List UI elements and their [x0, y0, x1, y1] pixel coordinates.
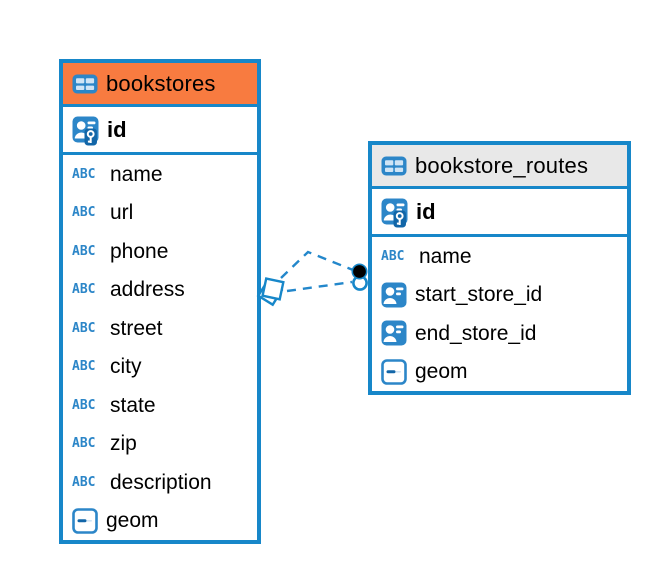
column-row-description[interactable]: ABC description: [63, 463, 257, 502]
column-label: state: [110, 393, 156, 417]
column-row-zip[interactable]: ABC zip: [63, 424, 257, 463]
column-row-street[interactable]: ABC street: [63, 309, 257, 348]
table-icon: [72, 74, 98, 94]
abc-text-type-icon: ABC: [72, 397, 96, 413]
abc-text-type-icon: ABC: [72, 436, 96, 452]
column-label: phone: [110, 239, 169, 263]
column-label: name: [110, 162, 163, 186]
abc-text-type-icon: ABC: [72, 320, 96, 336]
column-row-state[interactable]: ABC state: [63, 386, 257, 425]
relationship-line-lower[interactable]: [286, 280, 353, 293]
primary-key-icon: [381, 198, 408, 228]
relationship-dot-marker[interactable]: [351, 263, 368, 291]
column-row-name[interactable]: ABC name: [63, 155, 257, 194]
column-label: description: [110, 470, 212, 494]
column-row-url[interactable]: ABC url: [63, 193, 257, 232]
column-row-id[interactable]: id: [372, 189, 627, 234]
table-title: bookstores: [106, 70, 216, 96]
table-header-bookstore_routes[interactable]: bookstore_routes: [372, 145, 627, 189]
column-label: geom: [106, 509, 159, 533]
column-label: street: [110, 316, 163, 340]
column-label: city: [110, 355, 142, 379]
column-label: name: [419, 244, 472, 268]
geometry-type-icon: [72, 507, 98, 534]
column-row-end_store_id[interactable]: end_store_id: [372, 314, 627, 353]
column-row-phone[interactable]: ABC phone: [63, 232, 257, 271]
geometry-type-icon: [381, 358, 407, 385]
column-row-id[interactable]: id: [63, 107, 257, 152]
column-row-address[interactable]: ABC address: [63, 270, 257, 309]
abc-text-type-icon: ABC: [381, 248, 405, 264]
foreign-key-icon: [381, 320, 407, 346]
table-title: bookstore_routes: [415, 152, 589, 178]
primary-key-icon: [72, 116, 99, 146]
column-row-geom[interactable]: geom: [63, 501, 257, 540]
foreign-key-icon: [381, 282, 407, 308]
abc-text-type-icon: ABC: [72, 282, 96, 298]
relationship-diamond-marker[interactable]: [256, 277, 285, 307]
column-row-name[interactable]: ABC name: [372, 237, 627, 276]
column-label: start_store_id: [415, 283, 543, 307]
primary-key-section: id: [63, 107, 257, 155]
column-label: end_store_id: [415, 321, 537, 345]
column-label: id: [107, 116, 127, 142]
column-row-geom[interactable]: geom: [372, 352, 627, 391]
column-label: id: [416, 198, 436, 224]
column-label: address: [110, 278, 185, 302]
abc-text-type-icon: ABC: [72, 205, 96, 221]
abc-text-type-icon: ABC: [72, 359, 96, 375]
abc-text-type-icon: ABC: [72, 166, 96, 182]
column-label: geom: [415, 360, 468, 384]
abc-text-type-icon: ABC: [72, 474, 96, 490]
column-row-city[interactable]: ABC city: [63, 347, 257, 386]
table-header-bookstores[interactable]: bookstores: [63, 63, 257, 107]
relationship-line-upper[interactable]: [280, 250, 354, 279]
column-row-start_store_id[interactable]: start_store_id: [372, 275, 627, 314]
table-icon: [381, 156, 407, 176]
column-label: url: [110, 201, 134, 225]
column-label: zip: [110, 432, 137, 456]
primary-key-section: id: [372, 189, 627, 237]
abc-text-type-icon: ABC: [72, 243, 96, 259]
